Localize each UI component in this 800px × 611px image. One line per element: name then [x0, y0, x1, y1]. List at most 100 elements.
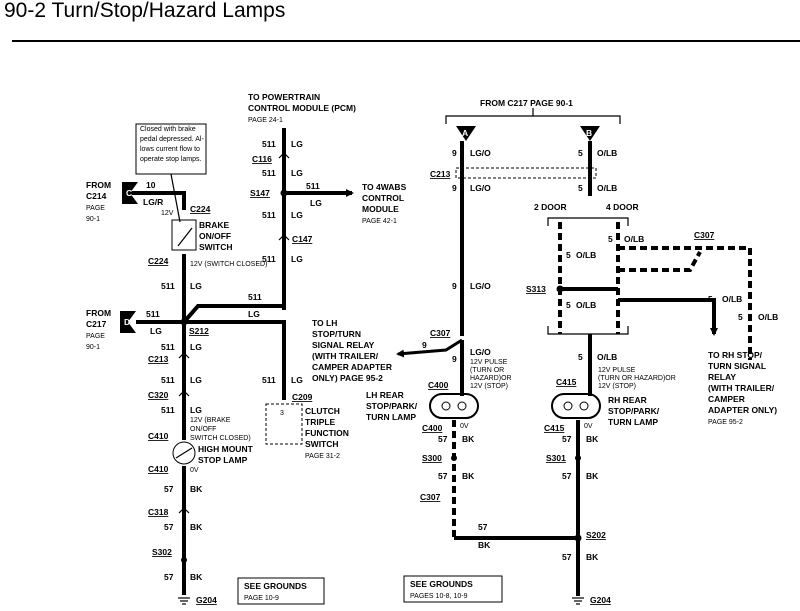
from-c217-l-2: C217 [86, 319, 107, 329]
brake-switch-box [171, 219, 197, 251]
lh-relay-1: TO LH [312, 318, 337, 328]
rh-relay-1: TO RH STOP/ [708, 350, 763, 360]
sg-r-2: PAGES 10-8, 10-9 [410, 593, 468, 600]
door-brace [547, 217, 629, 226]
note-leader [170, 173, 181, 223]
w511-i: 511 [161, 375, 175, 385]
pulse-rh-2: (TURN OR HAZARD)OR [598, 375, 676, 382]
tag-b-letter: B [586, 128, 592, 138]
pulse-rh-1: 12V PULSE [598, 367, 636, 374]
hm-2: STOP LAMP [198, 455, 248, 465]
w5-c: 5 [608, 234, 613, 244]
w511-f: 511 [161, 281, 175, 291]
wbk-i: BK [586, 552, 599, 562]
from-c217-l-1: FROM [86, 308, 111, 318]
wire-5-olb-c307 [618, 246, 752, 360]
wlg-b: LG [291, 168, 303, 178]
wlg-h: LG [190, 342, 202, 352]
connector-c116-mark [278, 152, 290, 159]
w5-e: 5 [566, 300, 571, 310]
wlgo-d: LG/O [470, 347, 491, 357]
note-4: operate stop lamps. [140, 156, 202, 163]
tag-b [580, 126, 600, 141]
w511-e: 511 [248, 292, 262, 302]
lh-rear-1: LH REAR [366, 390, 404, 400]
tag-a-letter: A [462, 128, 468, 138]
wbk-h: BK [478, 540, 491, 550]
v0-a: 0V [190, 467, 199, 474]
four-door: 4 DOOR [606, 202, 639, 212]
label-s212: S212 [189, 326, 209, 336]
w9-a: 9 [452, 148, 457, 158]
rh-relay-2: TURN SIGNAL [708, 361, 766, 371]
label-c213l: C213 [148, 354, 169, 364]
connector-c320-mark [178, 390, 190, 397]
tag-d [120, 311, 136, 333]
sg-l-2: PAGE 10-9 [244, 595, 279, 602]
label-c400a: C400 [428, 380, 449, 390]
tag-d-letter: D [124, 317, 130, 327]
wlg-i: LG [190, 375, 202, 385]
tag-a [456, 126, 476, 141]
splice-s147 [280, 189, 288, 197]
clutch-5: PAGE 31-2 [305, 453, 340, 460]
brake-1: BRAKE [199, 220, 230, 230]
w511-4wabs: 511 [306, 181, 320, 191]
high-mount-filament [175, 447, 193, 459]
v12-a: 12V [161, 210, 174, 217]
to-pcm-line3: PAGE 24-1 [248, 117, 283, 124]
wlgo-a: LG/O [470, 148, 491, 158]
label-s302: S302 [152, 547, 172, 557]
connector-c318-mark [178, 507, 190, 514]
w9-relay: 9 [422, 340, 427, 350]
label-c224b: C224 [148, 256, 169, 266]
label-c116: C116 [252, 154, 272, 164]
right-text: FROM C217 PAGE 90-1 A B 9 LG/O 5 O/LB C2… [312, 98, 778, 605]
connector-c147-mark [278, 234, 290, 241]
to-pcm-line2: CONTROL MODULE (PCM) [248, 103, 356, 113]
label-s202: S202 [586, 530, 606, 540]
w511-c: 511 [262, 210, 276, 220]
w57-i: 57 [562, 552, 572, 562]
left-circuit [120, 123, 354, 605]
label-c307c: C307 [694, 230, 715, 240]
w9-c: 9 [452, 281, 457, 291]
wolb-h: O/LB [597, 352, 617, 362]
rh-relay-5: CAMPER [708, 394, 745, 404]
wire-511-clutch [184, 320, 286, 400]
w5-b: 5 [578, 183, 583, 193]
w5-f: 5 [708, 294, 713, 304]
wbk-b: BK [190, 522, 203, 532]
bsc-3: SWITCH CLOSED) [190, 435, 251, 442]
lh-rear-lamp [429, 393, 479, 419]
wolb-c: O/LB [624, 234, 644, 244]
label-s300: S300 [422, 453, 442, 463]
wlg-j: LG [190, 405, 202, 415]
lh-rear-2: STOP/PARK/ [366, 401, 418, 411]
label-s301: S301 [546, 453, 566, 463]
w57-e: 57 [562, 434, 572, 444]
rh-relay-3: RELAY [708, 372, 736, 382]
to-4wabs-4: PAGE 42-1 [362, 218, 397, 225]
wbk-f: BK [462, 471, 475, 481]
lh-relay-5: CAMPER ADAPTER [312, 362, 392, 372]
wolb-a: O/LB [597, 148, 617, 158]
from-c214-3: PAGE [86, 205, 105, 212]
wire-9-to-lh-relay [396, 338, 463, 358]
wbk-d: BK [462, 434, 475, 444]
wlg-f: LG [190, 281, 202, 291]
lh-lamp-bulb-b [457, 401, 467, 411]
rh-relay-4: (WITH TRAILER/ [708, 383, 775, 393]
wbk-e: BK [586, 434, 599, 444]
label-c400b: C400 [422, 423, 443, 433]
label-g204b: G204 [590, 595, 611, 605]
wbk-c: BK [190, 572, 203, 582]
pulse-lh-1: 12V PULSE [470, 359, 508, 366]
wolb-f: O/LB [722, 294, 742, 304]
w511-a: 511 [262, 139, 276, 149]
label-c307b: C307 [420, 492, 441, 502]
w9-b: 9 [452, 183, 457, 193]
from-c217-l-3: PAGE [86, 333, 105, 340]
label-s313: S313 [526, 284, 546, 294]
rh-rear-2: STOP/PARK/ [608, 406, 660, 416]
